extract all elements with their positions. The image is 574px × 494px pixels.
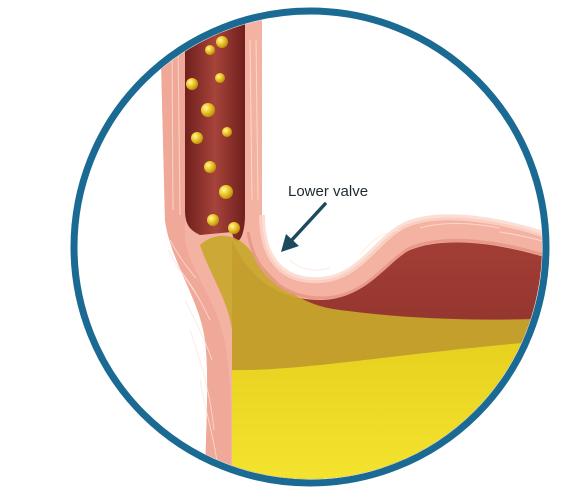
- bubble: [205, 45, 215, 55]
- valve-arrow: [281, 202, 327, 252]
- bubble: [191, 132, 203, 144]
- bubble: [204, 161, 216, 173]
- esophagus-wall: [160, 20, 232, 479]
- stomach-lining: [259, 214, 542, 284]
- acid-bubbles: [186, 36, 240, 234]
- bubble: [216, 36, 228, 48]
- bubble: [222, 127, 232, 137]
- stomach-inner-edge: [246, 231, 542, 300]
- lower-valve-label: Lower valve: [288, 183, 369, 200]
- bubble: [201, 103, 215, 117]
- bubble: [186, 78, 198, 90]
- esophagus-lumen: [185, 20, 245, 242]
- bubble: [219, 185, 233, 199]
- bubble: [228, 222, 240, 234]
- bubble: [207, 214, 219, 226]
- bubble: [215, 73, 225, 83]
- frame-ring: [70, 7, 550, 487]
